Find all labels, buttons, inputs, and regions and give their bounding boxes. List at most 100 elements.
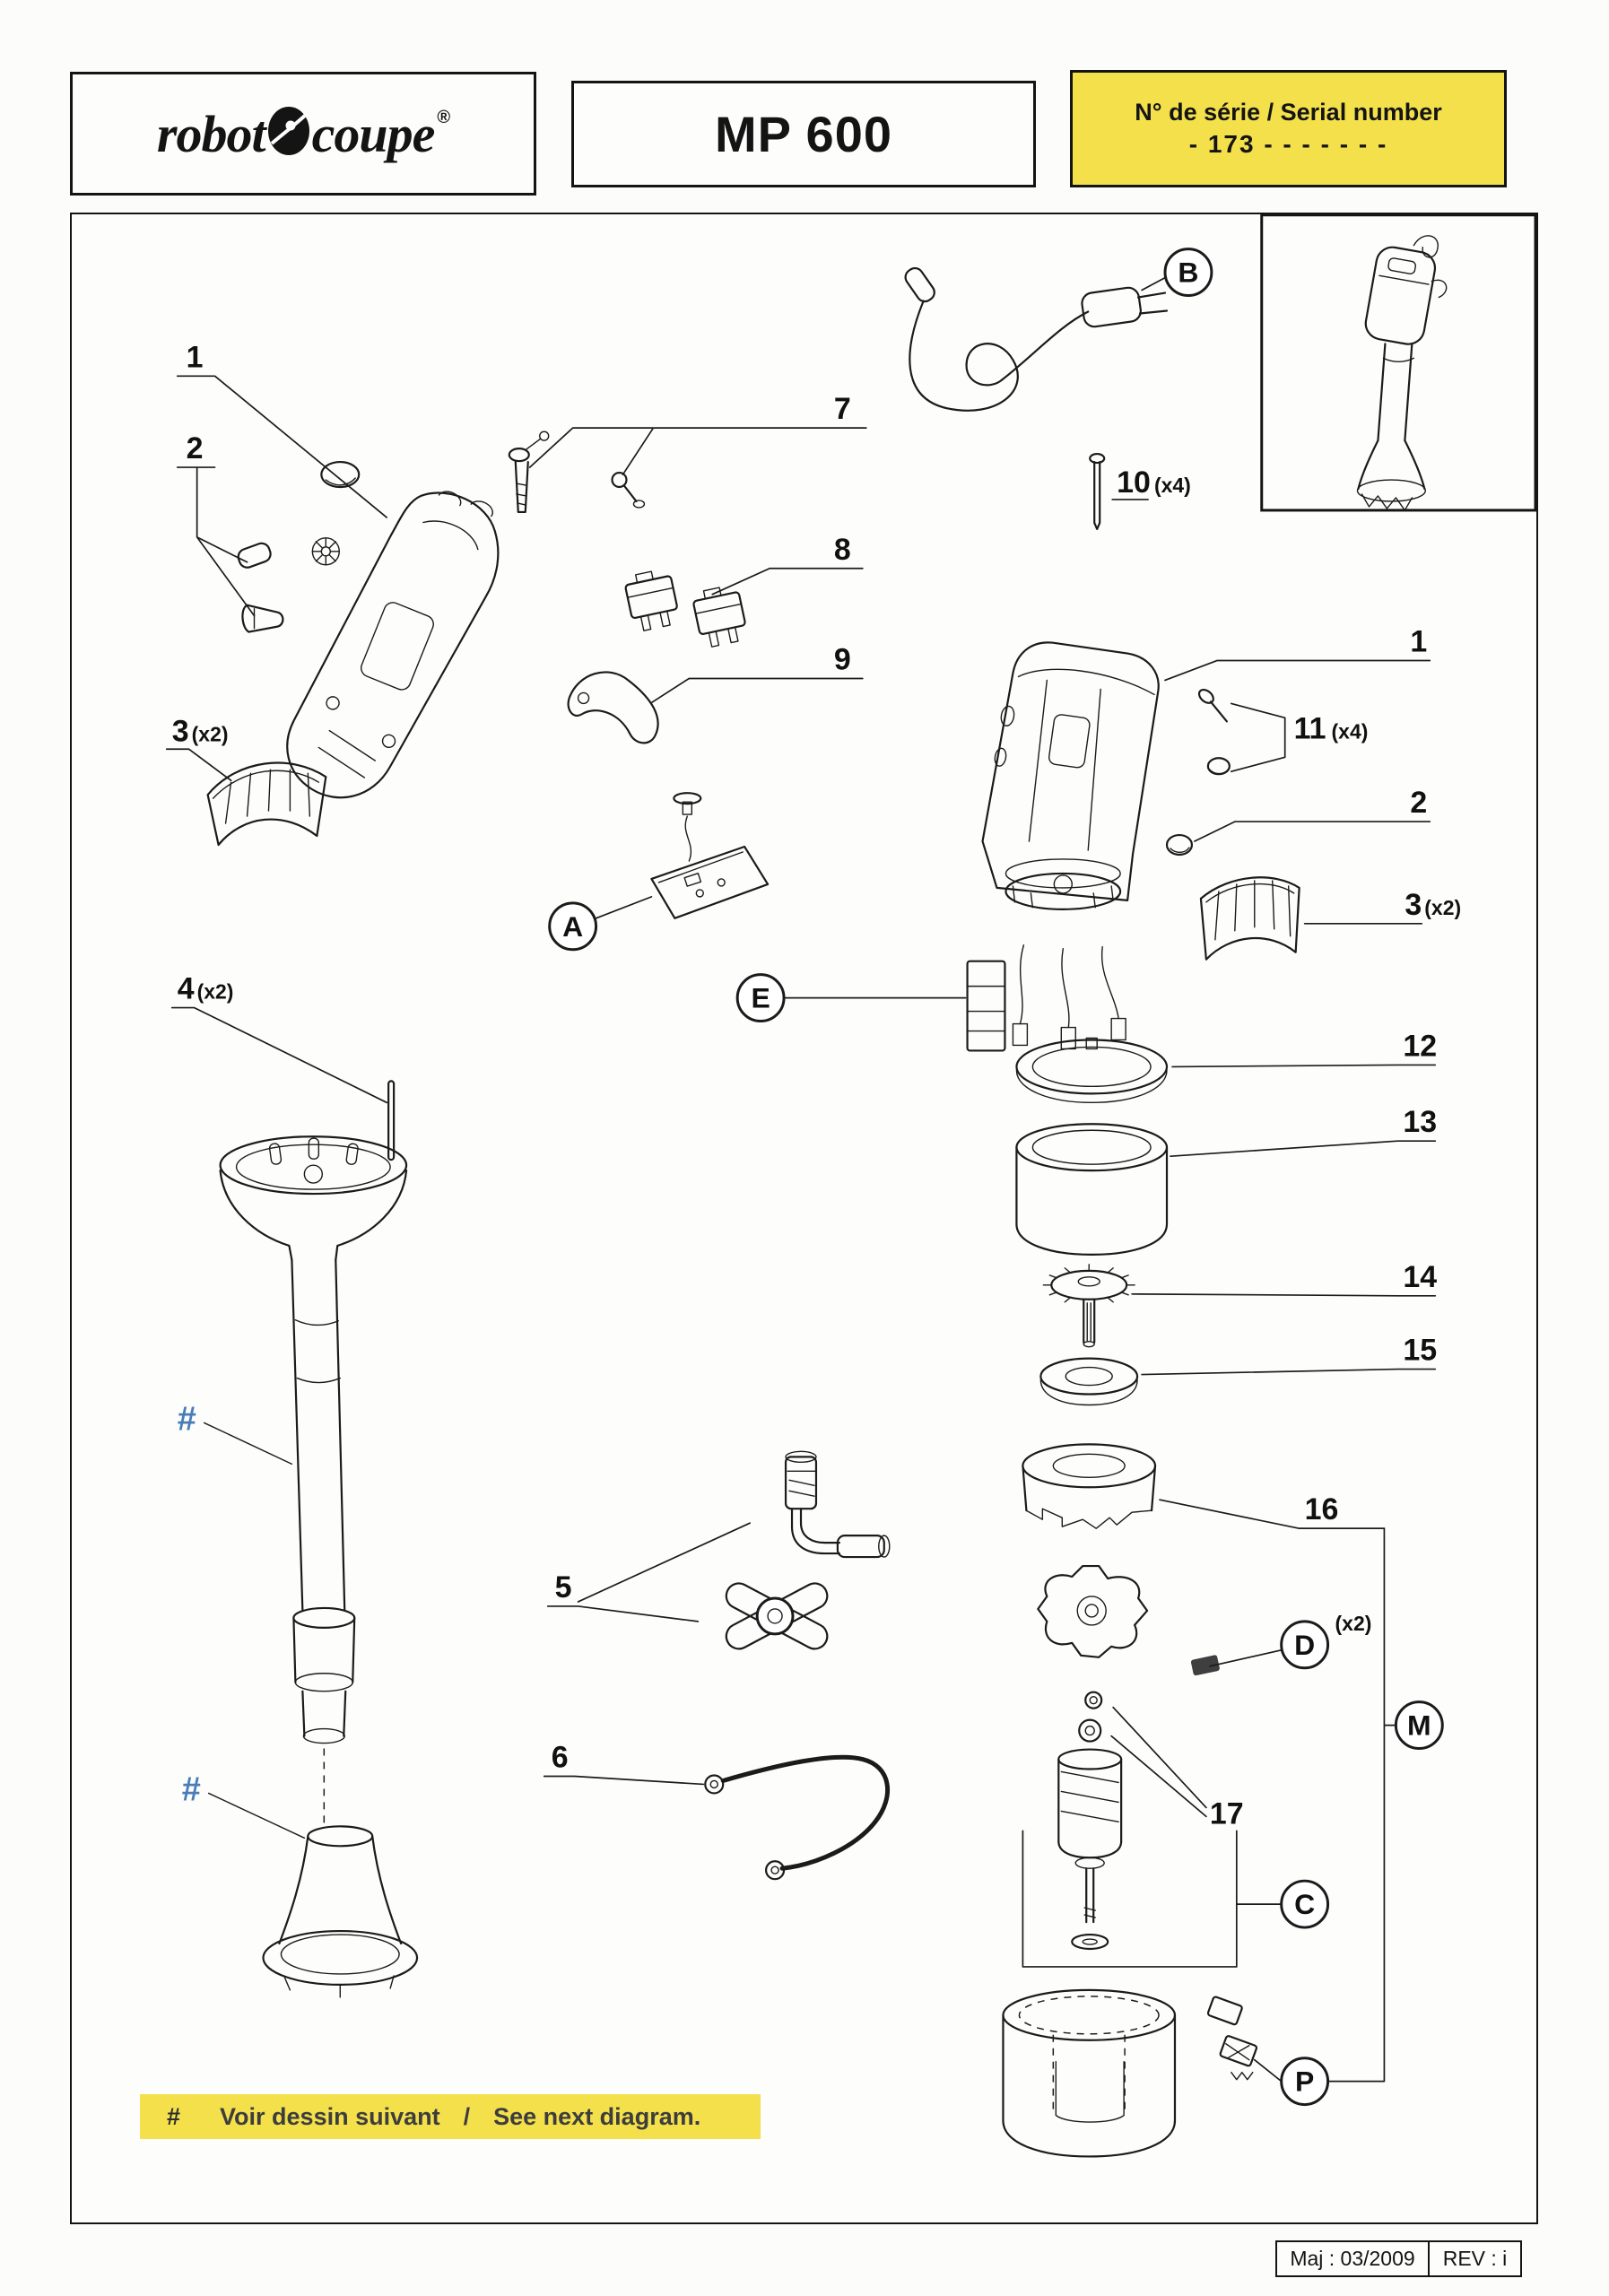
callout-qty-11: (x4) [1332, 719, 1369, 743]
bell-coupling-part [219, 1135, 408, 1261]
callout-label-3-left: 3 [172, 714, 189, 748]
housing-left-part [286, 491, 500, 799]
note-text-fr: Voir dessin suivant [220, 2102, 440, 2130]
callout-label-6: 6 [552, 1741, 569, 1775]
bracket-line-m [1326, 1527, 1397, 2083]
serial-box: N° de série / Serial number - 173 - - - … [1070, 70, 1507, 187]
note-hash: # [167, 2102, 181, 2130]
callout-circle-e: E [735, 973, 967, 1023]
bearing-bracket-part [1037, 1564, 1149, 1658]
hash-mark-tube: # [178, 1400, 196, 1438]
ring-part-12 [1015, 1037, 1169, 1104]
callout-label-1-left: 1 [187, 340, 204, 374]
logo-word-coupe: coupe [311, 104, 436, 163]
callout-6: 6 [543, 1741, 705, 1786]
circuit-board-part [650, 792, 770, 919]
callout-letter-e: E [751, 982, 770, 1014]
logo-word-robot: robot [156, 104, 266, 163]
callout-label-11: 11 [1294, 711, 1326, 745]
callout-2-right: 2 [1194, 786, 1431, 842]
serial-label: N° de série / Serial number [1135, 99, 1442, 126]
brush-parts [1206, 1996, 1258, 2081]
registered-mark: ® [437, 107, 450, 127]
callout-13: 13 [1170, 1105, 1437, 1158]
callout-circle-d: D (x2) [1209, 1612, 1372, 1670]
callout-label-17: 17 [1210, 1796, 1244, 1831]
bracket-part-9 [567, 671, 659, 744]
callout-8: 8 [711, 533, 864, 596]
callout-letter-c: C [1294, 1888, 1315, 1920]
pin-part [387, 1080, 396, 1161]
callout-label-1-right: 1 [1410, 625, 1427, 659]
screw-part-10 [1089, 452, 1106, 530]
callout-circle-c: C [1235, 1879, 1330, 1929]
bell-guard-part [262, 1825, 419, 1998]
fan-gear-part-14 [1042, 1264, 1135, 1348]
callout-circle-p: P [1253, 2057, 1330, 2107]
footer-date: Maj : 03/2009 [1275, 2240, 1430, 2277]
callout-letter-m: M [1407, 1709, 1431, 1742]
callout-letter-d: D [1294, 1629, 1315, 1661]
callout-circle-m: M [1394, 1700, 1444, 1751]
diagram-svg: 1 2 3 (x2) 4 (x2) # # [165, 214, 1536, 2158]
callout-17: 17 [1022, 1706, 1244, 1968]
grille-left-part [206, 761, 327, 847]
trigger-parts [237, 542, 284, 633]
coupling-part-16 [1022, 1443, 1157, 1529]
grille-right-part [1199, 876, 1300, 961]
callout-label-15: 15 [1403, 1334, 1437, 1368]
callout-1-right: 1 [1164, 625, 1431, 682]
screws-part-11 [1197, 688, 1231, 776]
product-inset [1260, 214, 1536, 512]
button-part-2 [1165, 833, 1194, 857]
callout-14: 14 [1131, 1260, 1437, 1297]
callout-label-9: 9 [834, 642, 851, 676]
brand-logo: robot coupe ® [156, 102, 450, 165]
switches-part-8 [624, 570, 746, 648]
armature-part-17 [1057, 1691, 1123, 1951]
callout-label-2-right: 2 [1410, 786, 1427, 820]
callout-label-5: 5 [555, 1570, 572, 1605]
callout-11: 11 (x4) [1230, 702, 1369, 773]
wiring-part [966, 944, 1126, 1052]
callout-label-7: 7 [834, 392, 851, 426]
callout-9: 9 [650, 642, 864, 704]
shaft-tube-part [291, 1258, 356, 1826]
callout-7: 7 [528, 392, 867, 475]
callout-12: 12 [1171, 1029, 1437, 1068]
callout-15: 15 [1141, 1334, 1437, 1376]
callout-qty-d: (x2) [1335, 1612, 1372, 1635]
callout-5: 5 [546, 1522, 751, 1622]
callout-label-13: 13 [1403, 1105, 1437, 1139]
note-text-en: See next diagram. [493, 2102, 701, 2130]
gearbox-part-5 [725, 1450, 891, 1650]
callout-qty-3-right: (x2) [1424, 896, 1461, 919]
callout-10: 10 (x4) [1111, 465, 1191, 500]
callout-hash-tube: # [178, 1400, 293, 1465]
housing-cylinder-part-13 [1015, 1123, 1169, 1256]
callout-qty-3-left: (x2) [192, 722, 229, 745]
model-box: MP 600 [571, 81, 1036, 187]
revision-footer: Maj : 03/2009 REV : i [1275, 2240, 1522, 2277]
callout-1-left: 1 [176, 340, 387, 518]
callout-circle-a: A [548, 896, 653, 952]
callout-label-10: 10 [1117, 465, 1151, 500]
serial-value: - 173 - - - - - - - [1188, 130, 1388, 158]
cap-part [320, 460, 361, 489]
exploded-diagram: 1 2 3 (x2) 4 (x2) # # [70, 213, 1538, 2224]
gear-small-part [311, 537, 340, 566]
footer-revision: REV : i [1430, 2240, 1522, 2277]
callout-letter-b: B [1178, 257, 1198, 289]
logo-box: robot coupe ® [70, 72, 536, 196]
callout-qty-10: (x4) [1154, 474, 1191, 497]
note-bar: # Voir dessin suivant / See next diagram… [140, 2094, 761, 2139]
callout-4-left: 4 (x2) [170, 972, 387, 1104]
callout-label-14: 14 [1403, 1260, 1437, 1294]
callout-label-8: 8 [834, 533, 851, 567]
callout-2-left: 2 [176, 431, 256, 617]
callout-16: 16 [1159, 1492, 1386, 1530]
callout-hash-bell: # [182, 1770, 306, 1839]
callout-qty-4-left: (x2) [197, 980, 234, 1004]
handle-wire-part-6 [704, 1754, 890, 1881]
